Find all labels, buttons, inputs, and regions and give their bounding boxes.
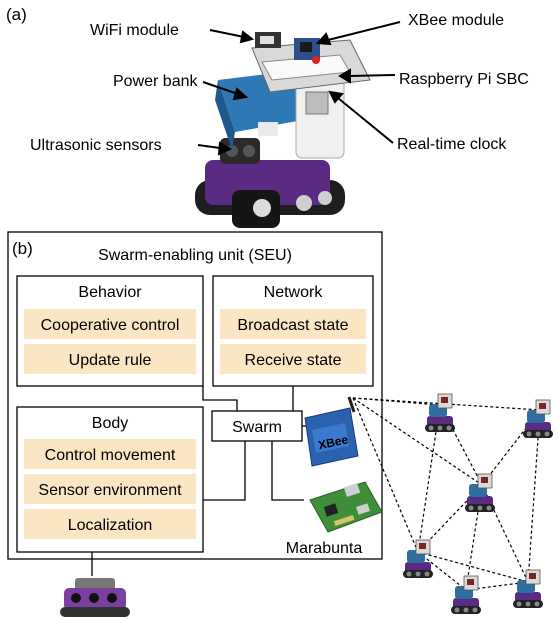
body-item-2-box [24,474,196,504]
network-item-2-box [220,344,366,374]
arrow-rtc [337,97,394,144]
label-wifi-module: WiFi module [90,22,179,39]
network-title: Network [264,284,324,301]
behavior-item-cooperative-control: Cooperative control [41,317,180,334]
arrow-ultrasonic [197,144,221,149]
swarm-robot-6 [512,569,544,609]
swarm-robot-1 [424,393,456,433]
marabunta-label: Marabunta [286,540,363,557]
swarm-label: Swarm [232,419,282,436]
behavior-item-1-box [24,309,196,339]
body-item-sensor-environment: Sensor environment [38,482,182,499]
arrow-power-bank [202,81,239,95]
label-raspberry-pi: Raspberry Pi SBC [399,71,529,88]
network-item-broadcast-state: Broadcast state [237,317,348,334]
label-xbee-module: XBee module [408,12,504,29]
behavior-item-2-box [24,344,196,374]
connector-body-swarm [203,441,246,501]
behavior-item-update-rule: Update rule [69,352,152,369]
seu-title: Swarm-enabling unit (SEU) [98,247,292,264]
arrow-raspberry-pi [349,74,396,77]
panel-b: (b) Swarm-enabling unit (SEU) Behavior C… [7,231,383,617]
robot-photo-a [195,32,371,228]
raspberry-pi-board-image [309,481,383,533]
body-item-localization: Localization [68,517,153,534]
label-ultrasonic-sensors: Ultrasonic sensors [30,137,162,154]
connector-swarm-rpi [271,441,304,501]
swarm-robot-4 [402,539,434,579]
network-item-1-box [220,309,366,339]
label-power-bank: Power bank [113,73,198,90]
swarm-network [352,393,554,615]
swarm-robot-2 [522,399,554,439]
panel-a: (a) [6,5,529,228]
xbee-chip-image: XBee [304,396,359,467]
swarm-box: Swarm [211,410,303,442]
label-real-time-clock: Real-time clock [397,136,507,153]
connector-behavior-swarm [202,386,238,411]
body-item-control-movement: Control movement [45,447,176,464]
network-box: Network Broadcast state Receive state [212,275,374,387]
swarm-robot-3 [464,473,496,513]
behavior-title: Behavior [78,284,142,301]
network-item-receive-state: Receive state [245,352,342,369]
body-box: Body Control movement Sensor environment… [16,406,204,553]
behavior-box: Behavior Cooperative control Update rule [16,275,204,387]
panel-b-tag: (b) [12,239,33,258]
arrow-xbee [327,21,401,41]
arrow-wifi [209,29,245,38]
robot-marabunta-small [60,578,130,617]
body-item-1-box [24,439,196,469]
body-title: Body [92,415,128,432]
swarm-robot-5 [450,575,482,615]
xbee-chip-text: XBee [317,432,350,452]
panel-a-tag: (a) [6,5,27,24]
body-item-3-box [24,509,196,539]
